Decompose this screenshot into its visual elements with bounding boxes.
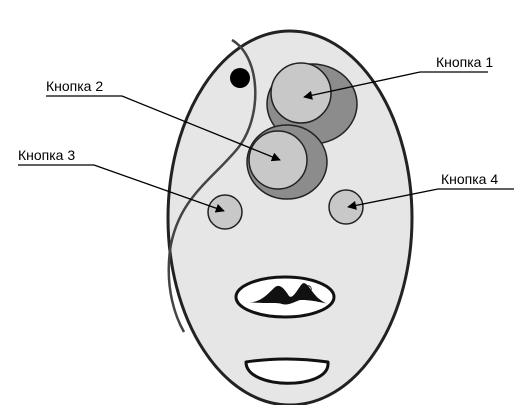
label-button-2: Кнопка 2 <box>46 78 103 94</box>
svg-text:R: R <box>306 287 309 293</box>
label-button-1: Кнопка 1 <box>436 54 493 70</box>
callout-button-4: Кнопка 4 <box>347 171 514 210</box>
label-button-4: Кнопка 4 <box>441 171 498 187</box>
button-1[interactable] <box>266 62 358 145</box>
button-3[interactable] <box>207 194 243 230</box>
callout-button-1: Кнопка 1 <box>303 54 493 100</box>
button-2[interactable] <box>246 124 328 200</box>
label-button-3: Кнопка 3 <box>18 147 75 163</box>
callout-button-2: Кнопка 2 <box>46 78 281 162</box>
button-4[interactable] <box>328 189 364 225</box>
led-indicator-icon <box>230 68 250 88</box>
brand-logo-icon: R <box>234 275 336 319</box>
body-seam <box>167 38 257 333</box>
key-ring-slot-icon <box>244 357 330 385</box>
callout-button-3: Кнопка 3 <box>18 147 225 213</box>
